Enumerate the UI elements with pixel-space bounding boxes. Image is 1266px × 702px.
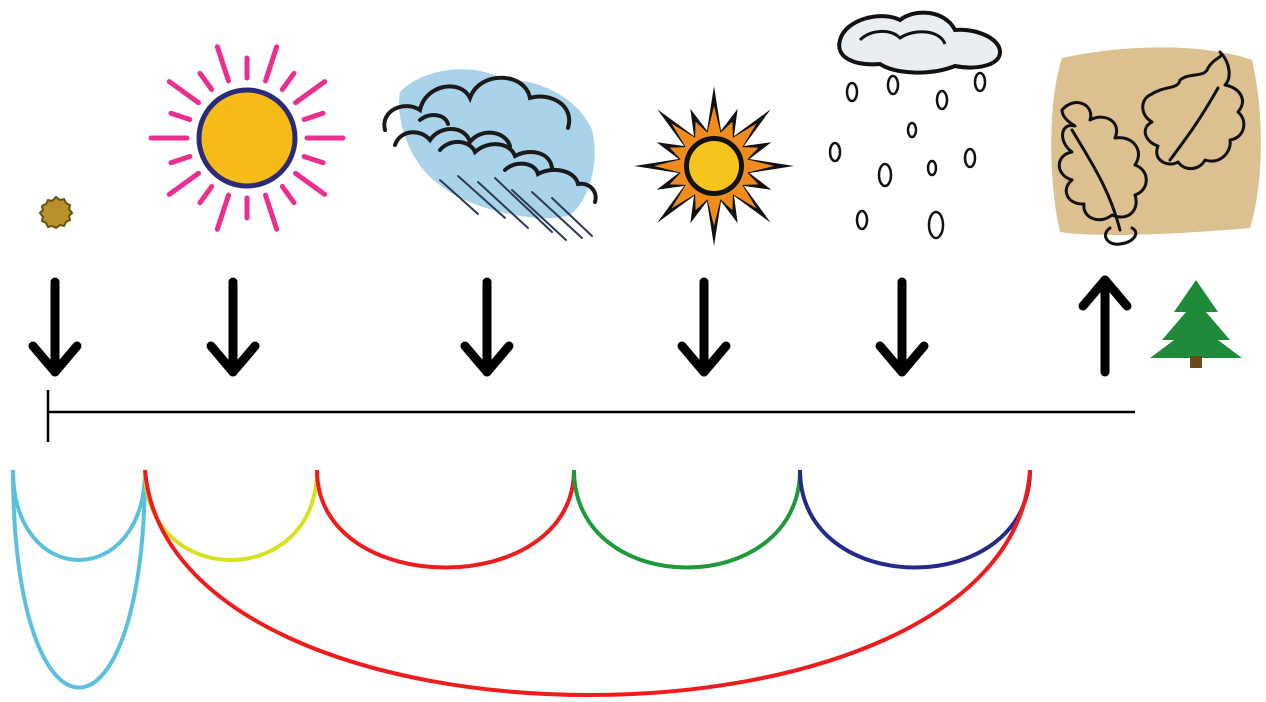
hailstone	[857, 211, 867, 229]
sun-ray	[266, 47, 277, 81]
sun-ray	[304, 157, 323, 163]
interval-arcs	[13, 470, 1030, 695]
arc-spiky-sun-to-hail	[574, 470, 800, 568]
sun-ray	[266, 195, 277, 229]
sun-ray	[217, 195, 228, 229]
arc-whole-season	[145, 470, 1030, 695]
sun-ray	[282, 187, 294, 203]
timeline-axis	[48, 390, 1135, 442]
arrow-down-spiky-sun	[682, 282, 726, 372]
hailstone	[888, 76, 898, 94]
rain-cloud-icon	[384, 69, 595, 240]
arc-seed-to-sun	[13, 470, 145, 560]
sun-ray	[296, 173, 325, 194]
arc-rain-to-spiky-sun	[317, 470, 574, 568]
evergreen-tree-icon	[1150, 280, 1242, 368]
hailstone	[830, 143, 840, 161]
sun-ray	[169, 82, 198, 103]
hailstone	[965, 149, 975, 167]
hailstone	[975, 73, 985, 91]
sun-ray	[200, 73, 212, 89]
hailstone	[847, 83, 857, 101]
bright-sun-icon	[151, 47, 343, 230]
sun-ray	[217, 47, 228, 81]
arrow-down-hail	[880, 282, 924, 372]
sun-ray	[200, 187, 212, 203]
hail-cloud-icon	[830, 13, 1000, 238]
hailstone	[937, 91, 947, 109]
sun-ray	[296, 82, 325, 103]
arrow-up-leaves	[1083, 280, 1127, 372]
hailstone	[929, 212, 943, 238]
sun-ray	[304, 113, 323, 119]
spiky-sun-icon	[634, 86, 794, 246]
hailstone	[908, 123, 916, 137]
arrow-down-sun	[211, 282, 255, 372]
hailstone	[928, 161, 936, 175]
sun-ray	[171, 157, 190, 163]
autumn-leaves-icon	[1051, 47, 1261, 244]
arc-hail-to-leaves	[800, 470, 1030, 568]
arrow-down-rain	[465, 282, 509, 372]
sun-ray	[282, 73, 294, 89]
sun-ray	[169, 173, 198, 194]
hailstone	[879, 164, 891, 186]
arrow-down-seed	[33, 282, 77, 372]
seed-icon	[40, 197, 72, 228]
arc-seed-deep	[13, 470, 145, 688]
sun-ray	[171, 113, 190, 119]
timeline-arrows	[33, 280, 1127, 372]
